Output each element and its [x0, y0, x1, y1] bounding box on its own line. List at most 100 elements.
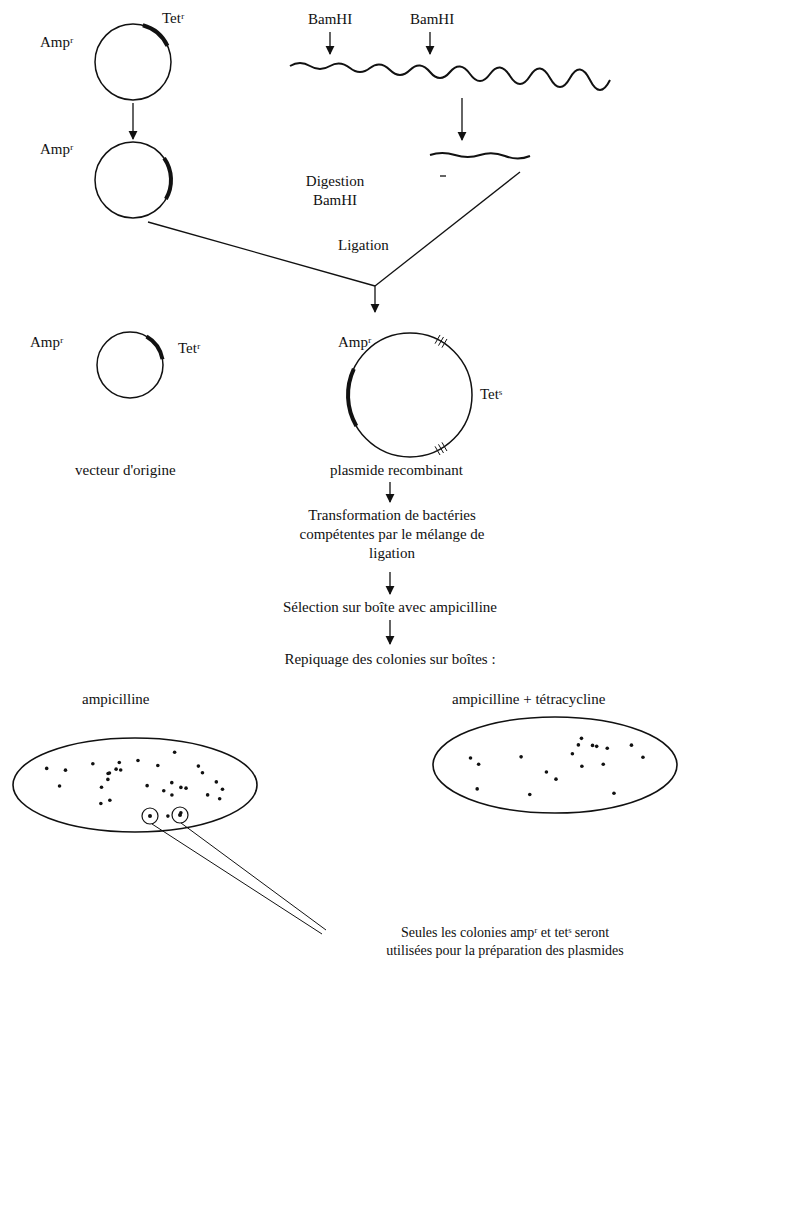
- colony: [136, 759, 140, 763]
- colony: [577, 743, 581, 747]
- colony: [554, 777, 558, 781]
- colony: [106, 778, 110, 782]
- plasmid-vector: Ampʳ Tetʳ vecteur d'origine: [30, 315, 220, 485]
- gene-segment: [164, 158, 171, 199]
- colony: [184, 786, 188, 790]
- merge-line: [148, 222, 375, 286]
- colony: [206, 793, 210, 797]
- colony: [64, 768, 68, 772]
- open-plasmid: Ampʳ: [40, 130, 220, 230]
- flow-arrow: [389, 572, 390, 594]
- shape-outline: [40, 5, 220, 115]
- leader-line: [152, 824, 322, 934]
- colony: [114, 767, 118, 771]
- cut-arrow: [329, 32, 330, 54]
- step-label: Transformation de bactéries compétentes …: [292, 506, 492, 562]
- dna-fragment: [290, 63, 610, 90]
- colony: [630, 743, 634, 747]
- colony: [221, 787, 225, 791]
- colony: [519, 755, 523, 759]
- insert-mark: [435, 335, 440, 344]
- colony: [166, 814, 170, 818]
- colony: [580, 737, 584, 741]
- enzyme-label: BamHI: [410, 10, 454, 29]
- caption-text: ampicilline + tétracycline: [452, 690, 605, 708]
- colony: [571, 752, 575, 756]
- insert-mark: [439, 337, 444, 346]
- colony: [170, 781, 174, 785]
- insert-mark: [439, 444, 444, 453]
- step-label: Ligation: [338, 236, 389, 255]
- colony: [170, 793, 174, 797]
- colony: [545, 770, 549, 774]
- colony: [601, 762, 605, 766]
- flow-arrow: [389, 620, 390, 644]
- caption-text: vecteur d'origine: [75, 461, 176, 479]
- step-label: Sélection sur boîte avec ampicilline: [230, 598, 550, 617]
- colony: [477, 762, 481, 766]
- insert-mark: [442, 442, 447, 451]
- colony: [215, 780, 219, 784]
- colony: [91, 762, 95, 766]
- flow-arrow: [389, 482, 390, 502]
- petri-dish: ampicilline + tétracycline: [430, 690, 692, 820]
- colony: [156, 764, 160, 768]
- cut-arrow: [429, 32, 430, 54]
- leader-line: [181, 823, 326, 930]
- shape-outline: [10, 690, 272, 840]
- colony: [100, 786, 104, 790]
- recombinant-plasmid: AmpʳTetˢplasmide recombinant: [320, 315, 570, 485]
- merge-line: [375, 172, 520, 286]
- colony: [528, 793, 532, 797]
- colony: [148, 814, 152, 818]
- colony: [179, 811, 183, 815]
- gene-label: Ampʳ: [338, 333, 371, 351]
- colony: [162, 789, 166, 793]
- colony: [58, 784, 62, 788]
- colony: [117, 761, 121, 765]
- colony: [591, 744, 595, 748]
- selected-colony: [172, 807, 188, 823]
- step-label: Repiquage des colonies sur boîtes :: [230, 650, 550, 669]
- plasmid-ring: [95, 142, 171, 218]
- plasmid-ring: [348, 333, 472, 457]
- colony: [469, 756, 473, 760]
- flow-arrow: [374, 286, 375, 312]
- colony: [218, 797, 222, 801]
- colony: [475, 787, 479, 791]
- colony: [605, 746, 609, 750]
- gene-segment: [143, 25, 168, 46]
- colony: [612, 791, 616, 795]
- caption-text: ampicilline: [82, 690, 149, 708]
- insert-mark: [435, 446, 440, 455]
- petri-dish: ampicilline: [10, 690, 272, 840]
- shape-outline: [430, 690, 692, 820]
- step-label: Digestion BamHI: [285, 172, 385, 210]
- colony: [173, 750, 177, 754]
- colony: [197, 764, 201, 768]
- colony: [179, 786, 183, 790]
- colony: [108, 798, 112, 802]
- colony: [641, 755, 645, 759]
- colony: [595, 745, 599, 749]
- flow-arrow: [461, 98, 462, 140]
- gene-label: Tetʳ: [178, 339, 200, 357]
- gene-label: Tetˢ: [480, 385, 502, 403]
- colony: [119, 768, 123, 772]
- gene-label: Ampʳ: [30, 333, 63, 351]
- plasmid-ring: [97, 332, 163, 398]
- note-text: Seules les colonies ampʳ et tetˢ seront …: [380, 924, 630, 959]
- colony: [106, 772, 110, 776]
- gene-segment: [348, 369, 356, 426]
- colony: [99, 802, 103, 806]
- colony: [145, 784, 149, 788]
- insert-mark: [442, 339, 447, 348]
- plate-outline: [13, 738, 257, 832]
- flow-arrow: [132, 103, 133, 139]
- plasmid-vector: AmpʳTetʳ: [40, 5, 220, 115]
- selected-colony: [142, 808, 158, 824]
- plate-outline: [433, 717, 677, 813]
- gene-label: Ampʳ: [40, 33, 73, 51]
- gene-segment: [147, 336, 163, 359]
- dna-insert: [430, 153, 530, 159]
